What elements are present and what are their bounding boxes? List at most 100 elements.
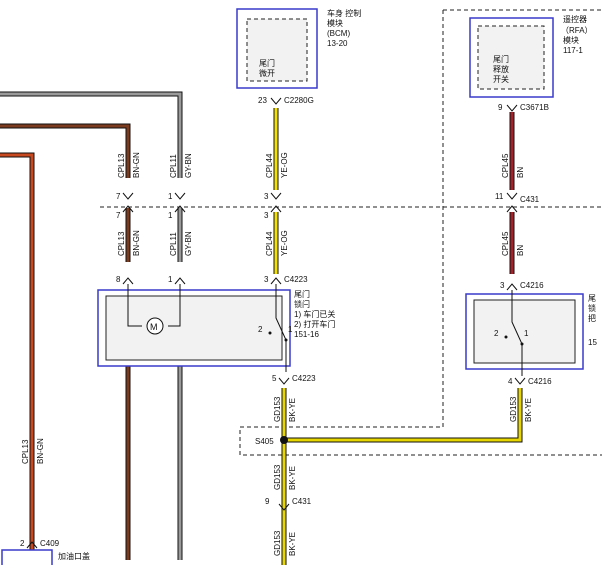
conn-arrow-c431-upper-7 xyxy=(122,192,134,200)
pin-9-lower: 9 xyxy=(265,497,270,506)
rfa-title-1: 遥控器 xyxy=(563,14,587,24)
latch-title-5: 151-16 xyxy=(294,330,319,339)
wire-bk-ye-right xyxy=(284,388,522,442)
bcm-inner-label-2: 微开 xyxy=(259,68,275,78)
latch-switch-contact-2 xyxy=(268,331,272,335)
conn-arrow-c431-lower-1 xyxy=(174,205,186,213)
pin-3-latch: 3 xyxy=(264,275,269,284)
handle-title-3: 把 xyxy=(588,313,596,323)
label-bn-gn-upper: BN-GN xyxy=(132,152,141,178)
pin-23: 23 xyxy=(258,96,267,105)
connector-c4216-top: C4216 xyxy=(520,281,544,290)
pin-1-latch: 1 xyxy=(168,275,173,284)
conn-arrow-c431-upper-3 xyxy=(270,192,282,200)
handle-switch-label-1: 1 xyxy=(524,329,529,338)
pin-3-upper: 3 xyxy=(264,192,269,201)
pin-11: 11 xyxy=(495,192,504,201)
label-bk-ye-mid: BK-YE xyxy=(288,466,297,490)
conn-arrow-c431-upper-1 xyxy=(174,192,186,200)
latch-switch-label-2: 2 xyxy=(258,325,263,334)
label-gy-bn-lower: GY-BN xyxy=(184,231,193,256)
conn-arrow-c3671b xyxy=(506,104,518,112)
pin-8: 8 xyxy=(116,275,121,284)
connector-c4216-bottom: C4216 xyxy=(528,377,552,386)
label-ye-og-upper: YE-OG xyxy=(280,152,289,178)
label-gd153-latch: GD153 xyxy=(273,396,282,422)
wire-bk-ye-edge-right xyxy=(284,388,523,443)
rfa-inner-label-1: 尾门 xyxy=(493,54,509,64)
rfa-title-3: 模块 xyxy=(563,35,579,45)
bcm-inner-label-1: 尾门 xyxy=(259,58,275,68)
conn-arrow-c4216-3 xyxy=(506,283,518,291)
boundary-dashed-rfa-left xyxy=(239,10,602,456)
conn-arrow-c2280g xyxy=(270,97,282,105)
latch-switch xyxy=(275,284,287,372)
connector-c4223-top: C4223 xyxy=(284,275,308,284)
handle-switch xyxy=(511,290,523,376)
connector-c2280g: C2280G xyxy=(284,96,314,105)
fuel-door-title: 加油口盖 xyxy=(58,551,90,561)
latch-inner-box xyxy=(105,295,283,361)
latch-title-3: 1) 车门已关 xyxy=(294,309,335,319)
handle-title-4: 15 xyxy=(588,338,597,347)
connector-c431-lower: C431 xyxy=(292,497,312,506)
pin-1-lower: 1 xyxy=(168,211,173,220)
label-bk-ye-right: BK-YE xyxy=(524,398,533,422)
wire-fuel-feed-edge xyxy=(0,152,35,565)
conn-arrow-c431-upper-11 xyxy=(506,192,518,200)
handle-title-1: 尾 xyxy=(588,294,596,303)
handle-switch-contact-1 xyxy=(520,342,524,346)
bcm-title-2: 模块 xyxy=(327,18,343,28)
conn-arrow-c4223-5 xyxy=(278,377,290,385)
label-bn-gn-lower: BN-GN xyxy=(132,230,141,256)
rfa-title-4: 117-1 xyxy=(563,46,583,55)
rfa-inner-box xyxy=(477,25,545,90)
label-bk-ye-latch: BK-YE xyxy=(288,398,297,422)
rfa-inner-label-2: 释放 xyxy=(493,64,509,74)
rfa-inner-label-3: 开关 xyxy=(493,74,509,84)
label-cpl13-fuel: CPL13 xyxy=(21,439,30,464)
wire-fuel-feed xyxy=(0,153,34,565)
connector-c409: C409 xyxy=(40,539,60,548)
label-gd153-mid: GD153 xyxy=(273,464,282,490)
handle-switch-label-2: 2 xyxy=(494,329,499,338)
label-bk-ye-bottom: BK-YE xyxy=(288,532,297,556)
wire-gy-bn-feed xyxy=(0,92,182,560)
motor-symbol-circle xyxy=(146,317,164,335)
label-gy-bn-upper: GY-BN xyxy=(184,153,193,178)
label-cpl11-upper: CPL11 xyxy=(169,154,178,178)
motor-symbol-label: M xyxy=(150,322,158,332)
label-cpl11-lower: CPL11 xyxy=(169,232,178,256)
label-cpl13-upper: CPL13 xyxy=(117,153,126,178)
connector-c4223-bottom: C4223 xyxy=(292,374,316,383)
connector-c3671b: C3671B xyxy=(520,103,549,112)
conn-arrow-c431-lower-3 xyxy=(270,205,282,213)
label-cpl44-lower: CPL44 xyxy=(265,231,274,256)
conn-arrow-c4223-1 xyxy=(174,277,186,285)
label-cpl44-upper: CPL44 xyxy=(265,153,274,178)
label-bn-gn-fuel: BN-GN xyxy=(36,438,45,464)
pin-5: 5 xyxy=(272,374,277,383)
label-cpl45-upper: CPL45 xyxy=(501,153,510,178)
label-cpl45-lower: CPL45 xyxy=(501,231,510,256)
pin-2: 2 xyxy=(20,539,25,548)
latch-motor-wires xyxy=(127,284,181,327)
pin-1-upper: 1 xyxy=(168,192,173,201)
bcm-title-4: 13-20 xyxy=(327,39,348,48)
handle-title-2: 锁 xyxy=(588,303,596,313)
pin-7-lower: 7 xyxy=(116,211,121,220)
pin-3-lower: 3 xyxy=(264,211,269,220)
pin-3-handle: 3 xyxy=(500,281,505,290)
handle-inner-box xyxy=(473,299,576,364)
label-gd153-bottom: GD153 xyxy=(273,530,282,556)
label-cpl13-lower: CPL13 xyxy=(117,231,126,256)
conn-arrow-c4216-4 xyxy=(514,377,526,385)
splice-s405-dot xyxy=(280,436,288,444)
latch-title-2: 锁闩 xyxy=(294,299,310,309)
label-gd153-right: GD153 xyxy=(509,396,518,422)
conn-arrow-c4223-8 xyxy=(122,277,134,285)
splice-s405: S405 xyxy=(255,437,274,446)
connector-c431-upper: C431 xyxy=(520,195,540,204)
latch-switch-contact-1 xyxy=(284,338,288,342)
